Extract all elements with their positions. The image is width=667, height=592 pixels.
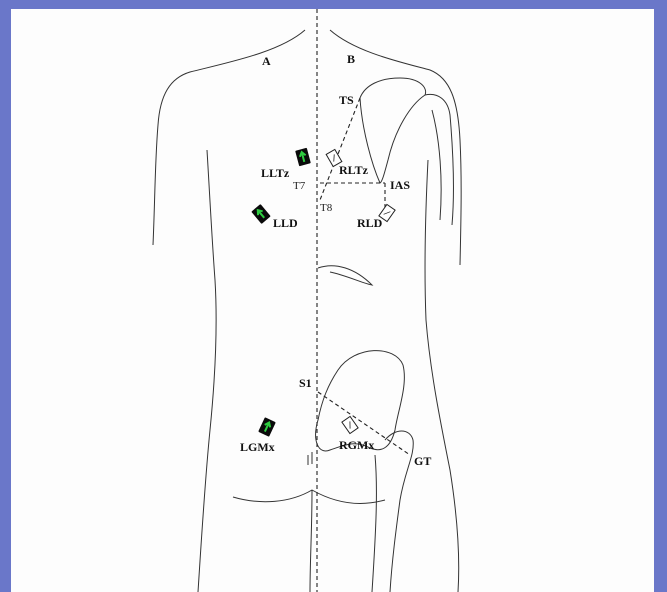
ts-ias-line (320, 98, 360, 200)
electrode-label-lltz: LLTz (261, 166, 290, 180)
body-outline-left (153, 30, 305, 592)
landmark-s1: S1 (299, 376, 312, 390)
landmark-t8: T8 (320, 202, 333, 214)
rgmx-electrode (342, 416, 358, 433)
coccyx-mark (308, 452, 312, 465)
scapula (360, 78, 426, 183)
electrode-label-lgmx: LGMx (240, 440, 275, 454)
electrode-label-lld: LLD (273, 216, 298, 230)
landmark-ts: TS (339, 93, 354, 107)
body-outline-right (330, 30, 461, 592)
electrode-label-rgmx: RGMx (339, 438, 374, 452)
panel-label-b: B (347, 52, 355, 66)
lld-electrode (251, 204, 270, 224)
landmark-ias: IAS (390, 178, 410, 192)
lltz-electrode (295, 148, 311, 167)
panel-label-a: A (262, 54, 271, 68)
buttock-line (233, 490, 385, 503)
landmark-t7: T7 (293, 180, 306, 192)
femur-right (372, 431, 413, 592)
leg-left (310, 490, 312, 592)
electrode-label-rld: RLD (357, 216, 383, 230)
rib-curve (318, 266, 372, 285)
lgmx-electrode (258, 417, 276, 437)
landmark-gt: GT (414, 454, 431, 468)
electrode-label-rltz: RLTz (339, 163, 369, 177)
pelvis-outline (316, 351, 405, 451)
shoulder-joint (425, 94, 453, 225)
